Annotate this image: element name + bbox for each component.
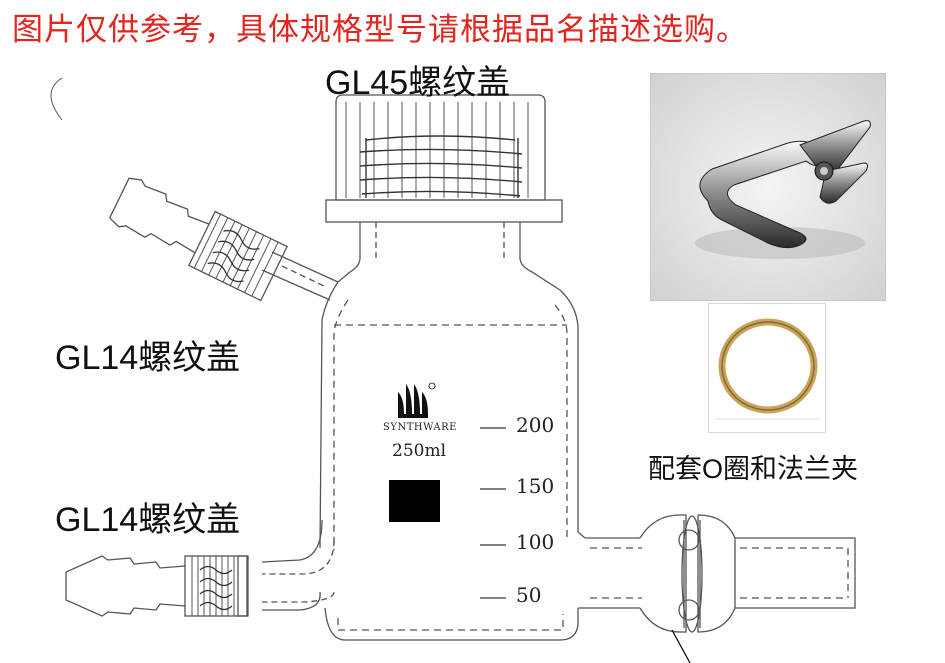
volume-text: 250ml xyxy=(392,441,447,461)
spring-clamp-photo xyxy=(650,73,886,301)
lower-gl14-cap-label: GL14螺纹盖 xyxy=(55,501,241,539)
upper-gl14-cap-label: GL14螺纹盖 xyxy=(55,339,241,377)
graduation-label: 100 xyxy=(516,530,555,554)
o-ring-photo xyxy=(708,303,826,433)
brand-name: SYNTHWARE xyxy=(383,422,457,433)
gl45-cap-label: GL45螺纹盖 xyxy=(325,64,511,102)
upper-gl14-cap xyxy=(108,177,288,302)
graduation-label: 50 xyxy=(516,583,542,607)
lower-gl14-cap xyxy=(65,555,249,617)
label-field xyxy=(389,480,440,522)
graduation-label: 150 xyxy=(516,474,555,498)
reference-notice: 图片仅供参考，具体规格型号请根据品名描述选购。 xyxy=(12,12,748,48)
graduation-label: 200 xyxy=(516,413,555,437)
accessory-label: 配套O圈和法兰夹 xyxy=(648,454,859,484)
gl45-cap xyxy=(325,94,563,223)
tulip-logo-icon xyxy=(398,382,436,418)
